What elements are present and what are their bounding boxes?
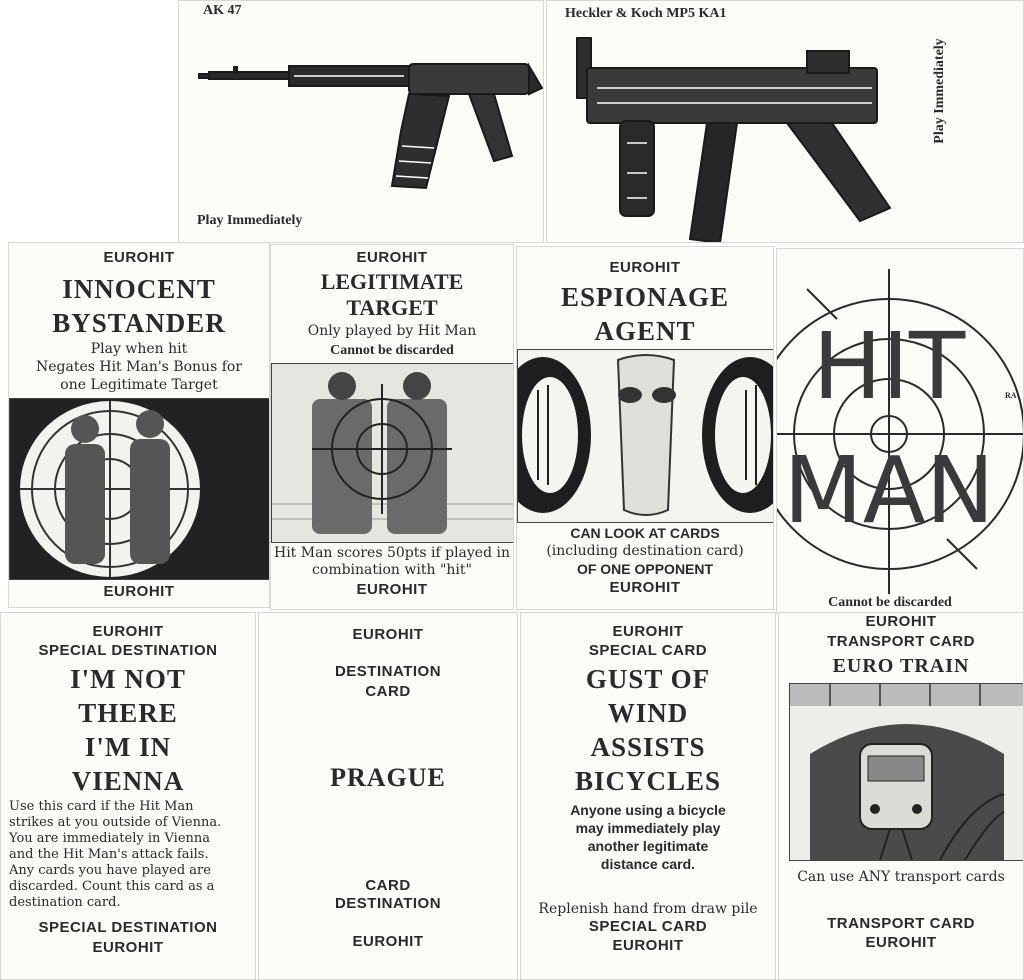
card-desc-1: Play when hit xyxy=(90,341,188,357)
card-brand: EUROHIT xyxy=(865,613,937,630)
play-instruction: Play Immediately xyxy=(197,213,303,228)
card-destination-prague[interactable]: EUROHIT DESTINATION CARD PRAGUE CARD DES… xyxy=(258,612,518,980)
card-title-line-1: ESPIONAGE xyxy=(560,282,730,312)
card-euro-train[interactable]: EUROHIT TRANSPORT CARD EURO TRAIN Can us… xyxy=(778,612,1024,980)
card-brand: EUROHIT xyxy=(356,581,428,598)
card-brand: EUROHIT xyxy=(609,259,681,276)
card-espionage-agent[interactable]: EUROHIT ESPIONAGE AGENT CAN LOOK AT CARD… xyxy=(516,246,774,610)
submachine-gun-icon xyxy=(576,37,892,242)
card-body-line: discarded. Count this card as a xyxy=(9,879,215,894)
card-brand: EUROHIT xyxy=(352,933,424,950)
artist-initials: RA xyxy=(1005,391,1017,400)
card-desc-2: Cannot be discarded xyxy=(330,343,454,358)
card-mp5[interactable]: Heckler & Koch MP5 KA1 Play Immediately xyxy=(546,0,1024,243)
target-illustration xyxy=(272,364,513,542)
card-footer-1: SPECIAL DESTINATION xyxy=(38,919,218,936)
card-label-1: DESTINATION xyxy=(334,663,442,680)
card-body: Can use ANY transport cards xyxy=(797,869,1005,885)
card-title-line-1: LEGITIMATE xyxy=(320,269,464,294)
card-title-line-3: I'M IN xyxy=(84,732,172,762)
card-desc-2: Negates Hit Man's Bonus for xyxy=(35,359,243,375)
card-brand: EUROHIT xyxy=(612,623,684,640)
card-illustration xyxy=(9,398,269,580)
card-legitimate-target[interactable]: EUROHIT LEGITIMATE TARGET Only played by… xyxy=(270,244,514,610)
card-brand: EUROHIT xyxy=(103,249,175,266)
card-footer-2: (including destination card) xyxy=(546,543,744,559)
card-body-line: destination card. xyxy=(9,895,121,910)
card-desc-1: Only played by Hit Man xyxy=(307,323,477,339)
card-subtitle: TRANSPORT CARD xyxy=(827,633,975,650)
card-label-2: CARD xyxy=(365,683,411,700)
card-brand: EUROHIT xyxy=(356,249,428,266)
card-title-line-3: ASSISTS xyxy=(590,732,706,762)
card-title-line-2: WIND xyxy=(607,698,689,728)
card-title-line-2: AGENT xyxy=(594,316,696,346)
card-title-line-2: TARGET xyxy=(346,295,438,320)
card-brand: EUROHIT xyxy=(103,583,175,600)
card-title-line-4: BICYCLES xyxy=(574,766,722,796)
card-subtitle: SPECIAL DESTINATION xyxy=(38,642,218,659)
card-title: EURO TRAIN xyxy=(832,655,970,677)
card-innocent-bystander[interactable]: EUROHIT INNOCENT BYSTANDER Play when hit… xyxy=(8,242,270,608)
card-note: Replenish hand from draw pile xyxy=(538,901,758,917)
card-body-line: and the Hit Man's attack fails. xyxy=(9,847,209,862)
card-footer-2: EUROHIT xyxy=(865,934,937,951)
card-body-line: You are immediately in Vienna xyxy=(9,831,211,846)
card-body-line: another legitimate xyxy=(587,838,709,854)
card-footer: Cannot be discarded xyxy=(828,595,952,610)
card-title-line-1: I'M NOT xyxy=(70,664,186,694)
play-instruction: Play Immediately xyxy=(932,38,947,144)
card-illustration xyxy=(271,363,513,543)
card-body-line: strikes at you outside of Vienna. xyxy=(9,815,222,830)
card-hit-man[interactable]: HIT MAN RA Cannot be discarded xyxy=(776,248,1024,614)
card-footer-1: TRANSPORT CARD xyxy=(827,915,975,932)
card-name: AK 47 xyxy=(203,3,242,18)
card-desc-3: one Legitimate Target xyxy=(60,377,218,393)
card-im-not-there-vienna[interactable]: EUROHIT SPECIAL DESTINATION I'M NOT THER… xyxy=(0,612,256,980)
card-body-line: Any cards you have played are xyxy=(9,863,211,878)
crosshair-illustration xyxy=(20,401,200,577)
card-title-line-4: VIENNA xyxy=(71,766,185,796)
card-footer-1: SPECIAL CARD xyxy=(588,918,708,935)
card-footer-2: EUROHIT xyxy=(612,937,684,954)
card-body-line: Anyone using a bicycle xyxy=(570,802,726,818)
card-title-line-1: INNOCENT xyxy=(62,274,216,304)
card-footer-1: Hit Man scores 50pts if played in xyxy=(273,545,510,561)
card-body-line: distance card. xyxy=(600,856,696,872)
card-body: Anyone using a bicycle may immediately p… xyxy=(521,801,775,873)
card-body-line: Use this card if the Hit Man xyxy=(9,799,194,814)
binoculars-illustration xyxy=(518,350,773,522)
destination-city: PRAGUE xyxy=(330,763,446,792)
card-title-line-2: MAN xyxy=(783,437,995,544)
card-title-line-2: THERE xyxy=(78,698,178,728)
card-footer-2: combination with "hit" xyxy=(312,562,472,578)
card-footer-2: EUROHIT xyxy=(92,939,164,956)
card-gust-of-wind[interactable]: EUROHIT SPECIAL CARD GUST OF WIND ASSIST… xyxy=(520,612,776,980)
card-illustration xyxy=(789,683,1023,861)
card-label-4: DESTINATION xyxy=(334,895,442,912)
card-title-line-2: BYSTANDER xyxy=(52,308,226,338)
rifle-icon xyxy=(198,62,543,190)
card-brand: EUROHIT xyxy=(609,579,681,596)
card-body-line: may immediately play xyxy=(575,820,721,836)
card-title-line-1: GUST OF xyxy=(585,664,711,694)
target-rings-icon xyxy=(777,269,1023,594)
card-label-3: CARD xyxy=(365,877,411,894)
card-name: Heckler & Koch MP5 KA1 xyxy=(565,6,727,21)
card-ak47[interactable]: AK 47 Play Immediately xyxy=(178,0,544,243)
card-brand: EUROHIT xyxy=(92,623,164,640)
card-body: Use this card if the Hit Man strikes at … xyxy=(9,799,221,911)
train-illustration xyxy=(790,684,1023,860)
card-title-line-1: HIT xyxy=(812,313,966,420)
card-footer-1: CAN LOOK AT CARDS xyxy=(570,525,720,541)
card-footer-3: OF ONE OPPONENT xyxy=(576,561,714,577)
card-brand: EUROHIT xyxy=(352,626,424,643)
card-subtitle: SPECIAL CARD xyxy=(588,642,708,659)
card-illustration xyxy=(517,349,773,523)
